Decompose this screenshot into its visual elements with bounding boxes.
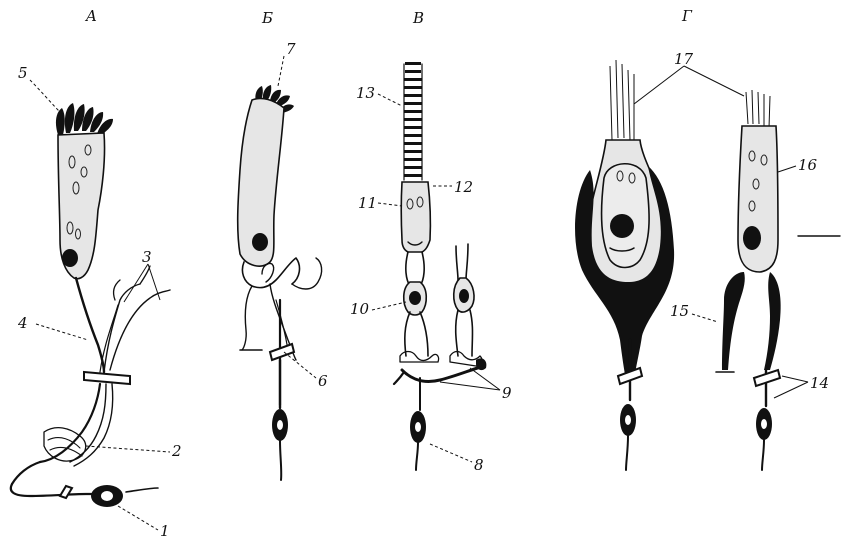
hair-cell-type-2	[716, 90, 781, 470]
label-6: 6	[318, 372, 328, 390]
panel-d-vestibular-cells	[575, 60, 840, 470]
section-break	[84, 372, 130, 384]
label-10: 10	[350, 300, 370, 318]
label-17: 17	[674, 50, 694, 68]
panel-c-hair-cell	[394, 62, 486, 470]
label-14: 14	[810, 374, 829, 392]
panel-b-taste-cell	[238, 85, 322, 480]
panel-label-c: В	[412, 9, 424, 27]
label-4: 4	[17, 314, 28, 332]
label-12: 12	[454, 178, 473, 196]
label-7: 7	[286, 40, 296, 58]
label-3: 3	[142, 248, 152, 266]
label-2: 2	[171, 442, 182, 460]
panel-label-d: Г	[681, 7, 693, 25]
panel-label-b: Б	[261, 9, 273, 27]
label-16: 16	[798, 156, 818, 174]
label-13: 13	[356, 84, 375, 102]
nucleus	[409, 291, 421, 305]
hair-cell-type-1	[575, 60, 674, 470]
panel-a-olfactory-cell	[11, 103, 170, 507]
nucleus	[252, 233, 268, 251]
cilia-stack	[404, 62, 422, 180]
label-11: 11	[358, 194, 377, 212]
nucleus	[610, 214, 634, 238]
label-5: 5	[18, 64, 28, 82]
nucleus	[62, 249, 78, 267]
nucleus	[743, 226, 761, 250]
label-15: 15	[670, 302, 689, 320]
label-8: 8	[474, 456, 484, 474]
cell-hairs	[56, 103, 113, 135]
cell-inner-segment	[401, 182, 430, 252]
panel-label-a: A	[84, 7, 97, 25]
label-1: 1	[160, 522, 170, 540]
label-9: 9	[502, 384, 512, 402]
